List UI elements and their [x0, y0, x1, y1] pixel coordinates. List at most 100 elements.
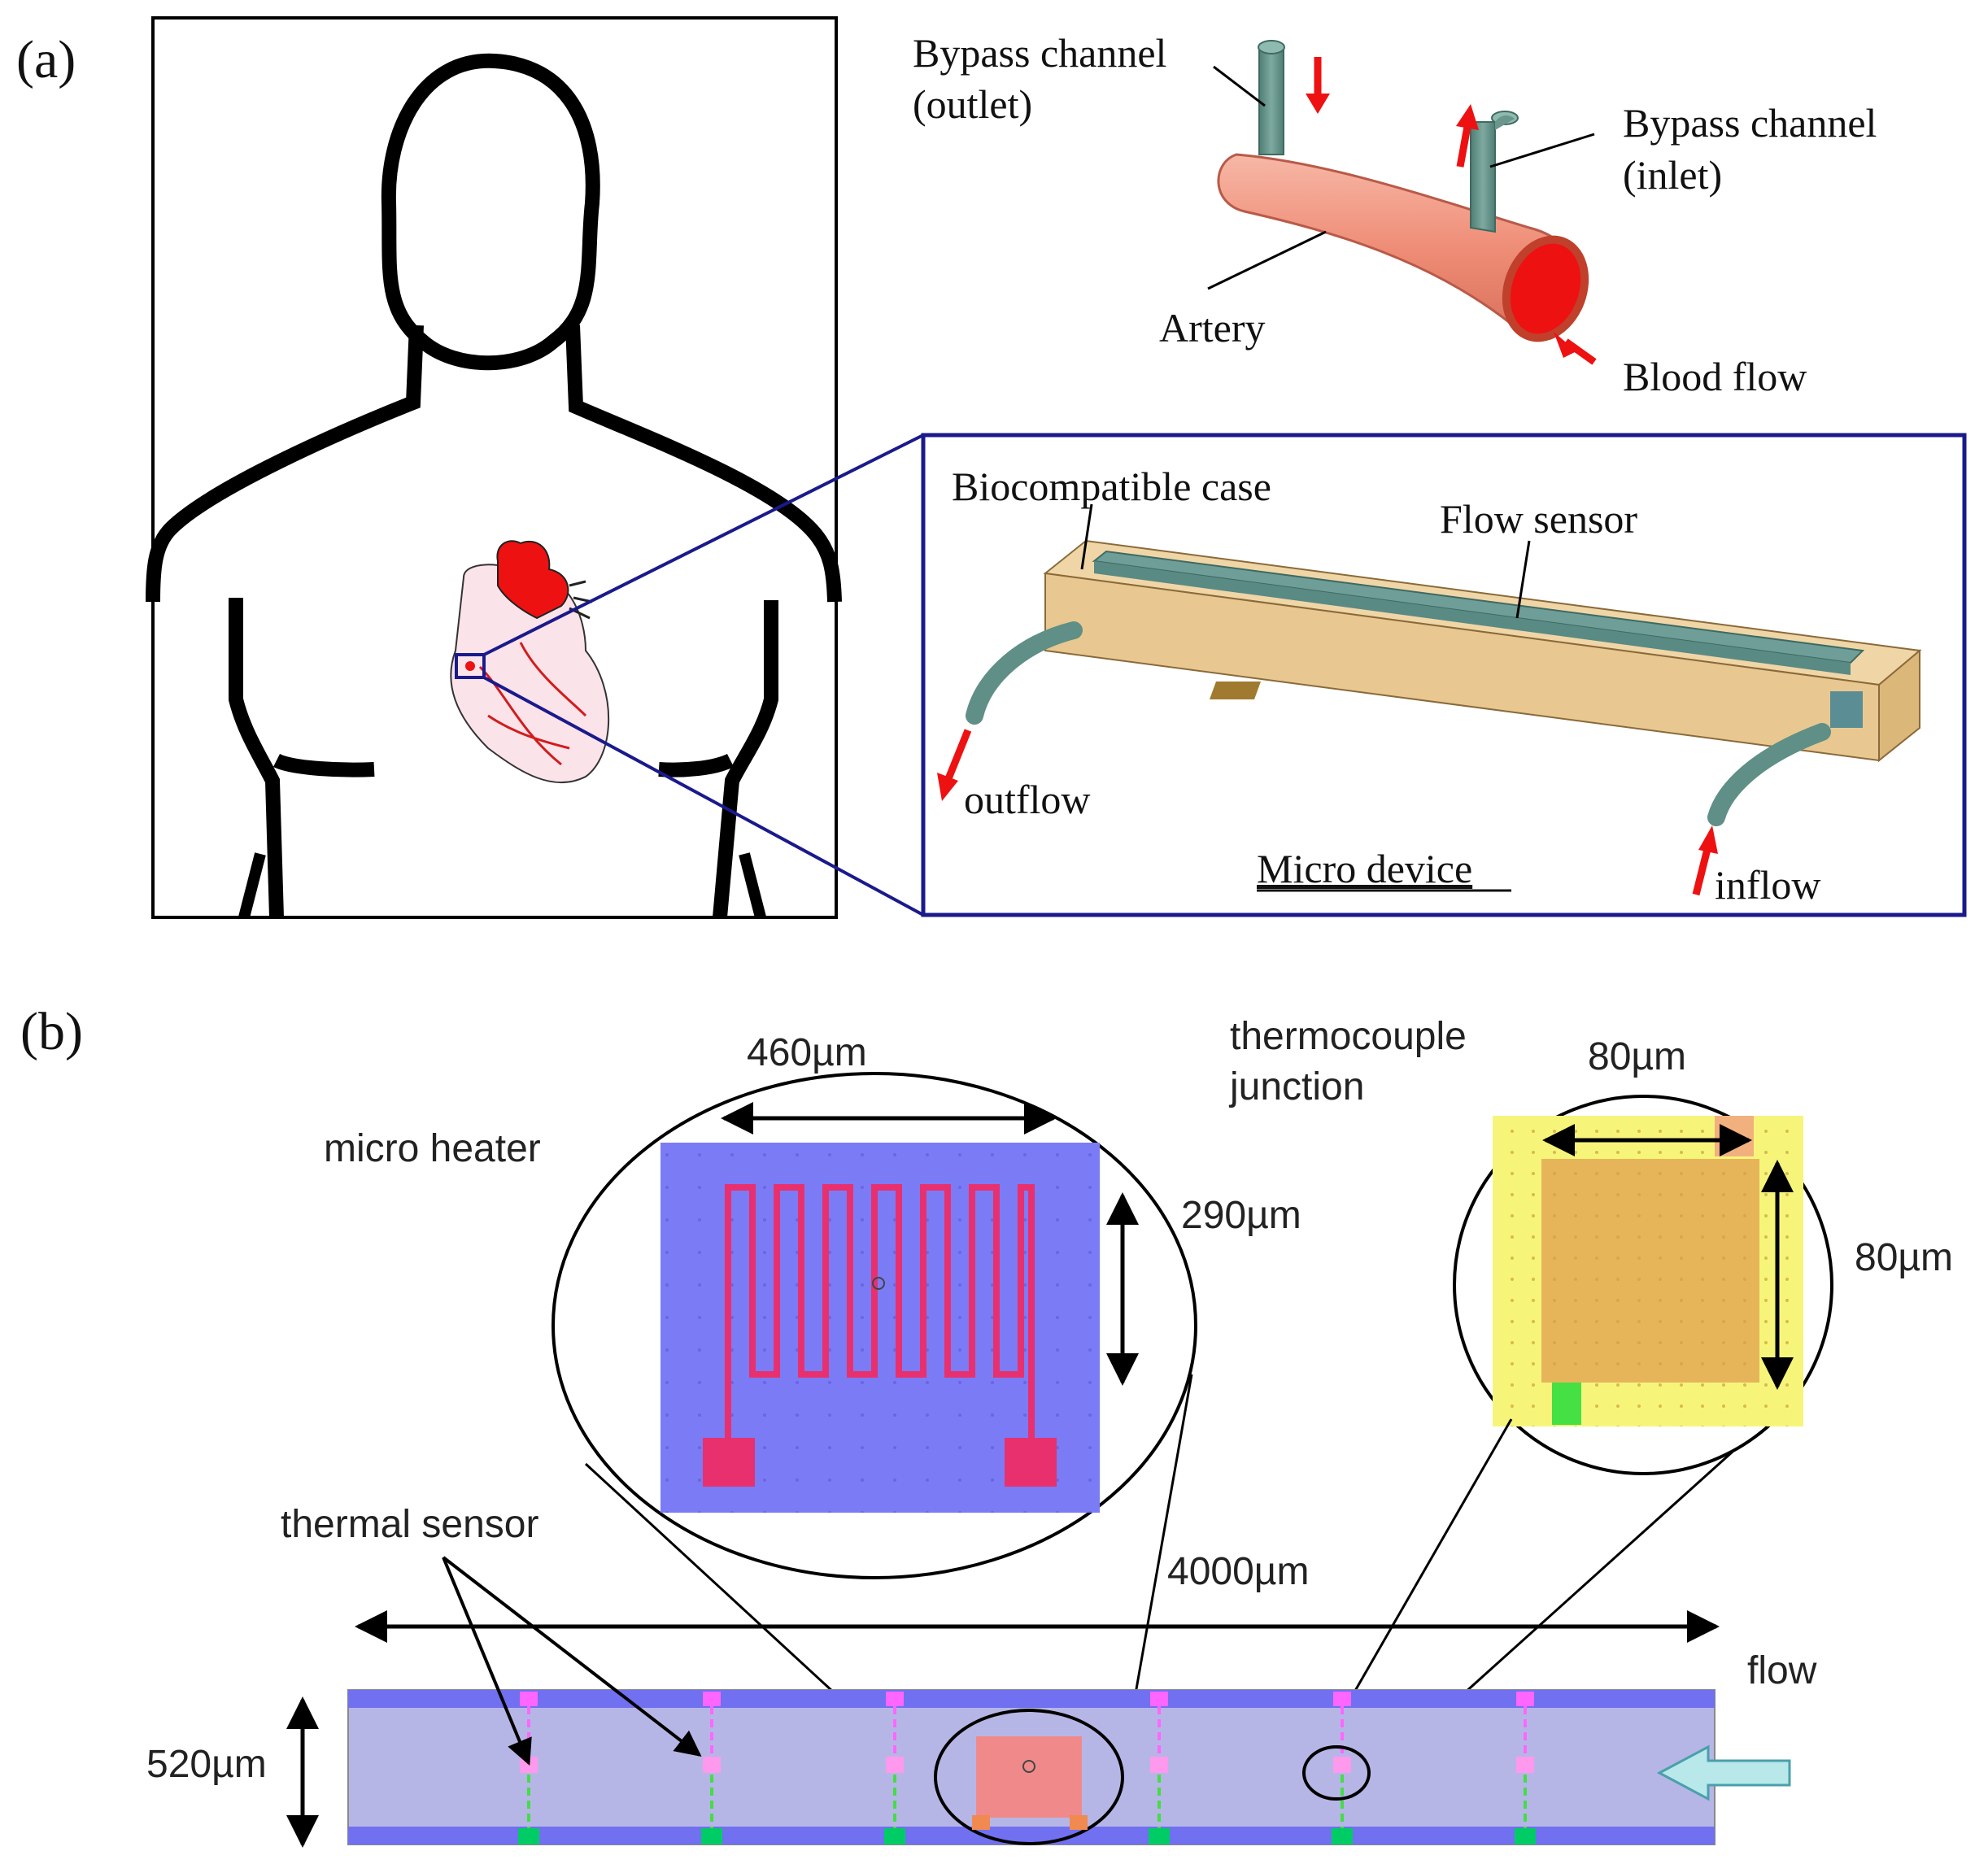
micro-device-title: Micro device: [1257, 846, 1472, 891]
outflow-arrow-head: [937, 773, 958, 801]
heater-pad-right: [1005, 1438, 1057, 1487]
artery-illustration: [1207, 40, 1597, 365]
flow-sensor-edge: [1094, 561, 1851, 675]
thermocouple-zoom-source: [1302, 1745, 1371, 1801]
heater-miniature: [976, 1736, 1082, 1818]
zoom-line-bottom: [483, 676, 924, 917]
case-end: [1878, 648, 1920, 763]
inflow-arrow-shaft: [1692, 844, 1712, 896]
sensor-pad-top: [1150, 1692, 1168, 1706]
left-hip-line: [238, 852, 266, 919]
flow-sensor-label: Flow sensor: [1440, 496, 1637, 542]
sensor-junction: [1516, 1757, 1534, 1773]
micro-heater-label: micro heater: [324, 1127, 541, 1170]
inflow-tube: [1707, 723, 1831, 826]
inflow-label: inflow: [1715, 862, 1821, 908]
outflow-arrow-shaft: [944, 729, 972, 782]
thermocouple-lead-top: [1715, 1116, 1754, 1156]
sensor-pad-top: [886, 1692, 904, 1706]
outflow-tube: [966, 621, 1083, 725]
heater-height-label: 290µm: [1181, 1194, 1301, 1237]
heater-miniature-pad-left: [972, 1815, 990, 1830]
implant-site: [465, 661, 475, 671]
heater-meander-trace: [725, 1184, 1035, 1439]
sensor-pad-top: [520, 1692, 538, 1706]
bypass-outlet-label-line1: Bypass channel: [913, 30, 1166, 76]
bypass-outlet-label-line2: (outlet): [913, 81, 1032, 127]
sensor-pad-bottom: [518, 1828, 539, 1844]
bypass-outlet-tube: [1258, 48, 1284, 155]
panel-a: (a): [16, 16, 1967, 919]
zoom-line-top: [483, 433, 924, 656]
artery-leader-line: [1207, 230, 1327, 290]
heater-miniature-center: [1022, 1760, 1035, 1773]
channel-width-label: 520µm: [146, 1743, 267, 1786]
thermocouple-height-label: 80µm: [1855, 1236, 1953, 1279]
thermal-sensor-pointer-2: [442, 1556, 702, 1757]
bypass-inlet-label-line2: (inlet): [1623, 152, 1722, 198]
thermocouple-junction-grid: [1541, 1159, 1759, 1383]
thermal-sensor-label: thermal sensor: [281, 1503, 538, 1546]
heater-pad-left: [703, 1438, 755, 1487]
heart-illustration: [450, 540, 610, 784]
inflow-arrow-head: [1698, 825, 1718, 854]
heater-zoom-source: [934, 1709, 1124, 1845]
flow-label: flow: [1747, 1649, 1817, 1692]
sensor-junction: [886, 1757, 904, 1773]
sensor-pad-bottom: [1149, 1828, 1170, 1844]
artery-lumen: [1502, 235, 1589, 342]
right-arm-outline: [713, 600, 778, 918]
flow-direction-arrow: [1656, 1744, 1791, 1801]
inlet-flow-arrow-shaft: [1456, 121, 1472, 168]
heater-miniature-pad-right: [1070, 1815, 1088, 1830]
micro-device-panel: [921, 433, 1967, 917]
left-shoulder-outline: [146, 324, 424, 603]
left-waist-outline: [272, 753, 375, 777]
bypass-inlet-elbow: [1495, 115, 1515, 130]
bypass-outlet-opening: [1258, 40, 1285, 54]
flow-channel: [347, 1689, 1791, 1845]
panel-b: (b) 460µm 290µm micro heater 80µm: [20, 1002, 1953, 1848]
sensor-pad-bottom: [701, 1828, 722, 1844]
flow-sensor-strip: [1092, 550, 1865, 664]
sensor-pad-bottom: [1332, 1828, 1353, 1844]
inlet-flow-arrow-head: [1456, 104, 1479, 130]
sensor-pad-top: [703, 1692, 721, 1706]
outlet-leader-line: [1213, 65, 1266, 107]
sensor-chip: [1209, 682, 1261, 699]
blood-flow-arrow-shaft: [1563, 338, 1597, 365]
bypass-inlet-label-line1: Bypass channel: [1623, 100, 1877, 146]
heater-width-label: 460µm: [747, 1031, 867, 1074]
aorta: [496, 540, 569, 620]
thermocouple-width-label: 80µm: [1588, 1035, 1686, 1078]
sensor-pad-top: [1333, 1692, 1351, 1706]
sensor-pad-bottom: [884, 1828, 905, 1844]
sensor-leader-line: [1515, 540, 1531, 619]
thermocouple-lead-bottom: [1552, 1383, 1581, 1425]
sensor-pad-top: [1516, 1692, 1534, 1706]
thermal-sensor: [1332, 1692, 1353, 1844]
sensor-pad-bottom: [1515, 1828, 1536, 1844]
thermocouple-label-line2: junction: [1228, 1065, 1364, 1108]
thermocouple-layout: [1493, 1116, 1803, 1426]
human-body-illustration: [146, 16, 842, 919]
outflow-label: outflow: [964, 777, 1091, 822]
thermal-sensor: [1149, 1692, 1170, 1844]
channel-port: [1830, 691, 1863, 728]
channel-rail-top: [348, 1690, 1715, 1708]
channel-length-label: 4000µm: [1167, 1550, 1309, 1593]
biocompatible-case-label: Biocompatible case: [952, 464, 1271, 509]
outlet-flow-arrow-head: [1306, 94, 1330, 114]
panel-b-label: (b): [20, 1002, 83, 1061]
thermal-sensor: [884, 1692, 905, 1844]
channel-rail-bottom: [348, 1827, 1715, 1844]
zoom-source-box: [455, 653, 486, 679]
thermal-sensor: [701, 1692, 722, 1844]
head-outline: [381, 53, 600, 371]
sensor-junction: [1333, 1757, 1351, 1773]
blood-flow-label: Blood flow: [1623, 354, 1807, 399]
thermocouple-zoom-circle: [1453, 1095, 1833, 1475]
case-leader-line: [1080, 503, 1093, 570]
heater-center-mark: [872, 1277, 885, 1290]
